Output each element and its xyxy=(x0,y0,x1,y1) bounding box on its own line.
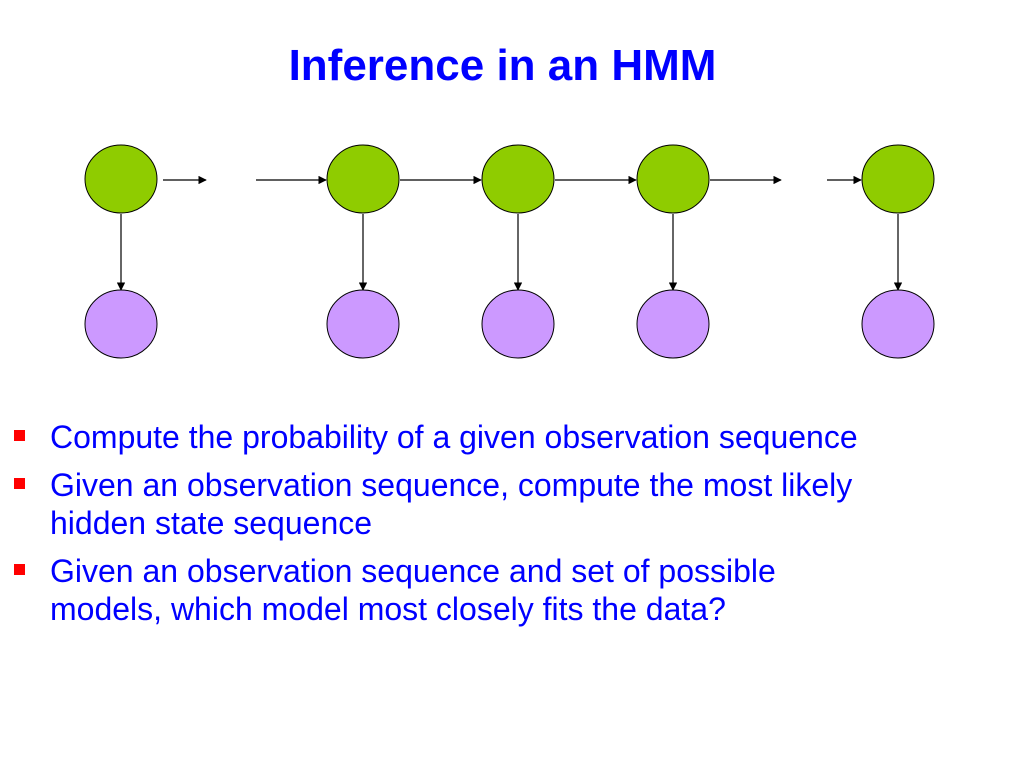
hidden-state-node xyxy=(481,144,555,214)
slide-title: Inference in an HMM xyxy=(288,41,717,90)
hidden-state-node xyxy=(861,144,935,214)
bullet-item: Given an observation sequence and set of… xyxy=(14,552,874,628)
bullet-item: Given an observation sequence, compute t… xyxy=(14,466,874,542)
hidden-state-node xyxy=(636,144,710,214)
bullet-text: Given an observation sequence and set of… xyxy=(50,553,776,627)
observation-node xyxy=(481,289,555,359)
observation-node xyxy=(861,289,935,359)
observation-node xyxy=(326,289,400,359)
bullet-item: Compute the probability of a given obser… xyxy=(14,418,874,456)
bullet-text: Given an observation sequence, compute t… xyxy=(50,467,853,541)
hidden-state-node xyxy=(84,144,158,214)
observation-node xyxy=(636,289,710,359)
hidden-state-node xyxy=(326,144,400,214)
bullet-text: Compute the probability of a given obser… xyxy=(50,419,858,455)
square-bullet-icon xyxy=(14,564,25,575)
hmm-diagram xyxy=(84,144,935,359)
bullet-list: Compute the probability of a given obser… xyxy=(14,418,874,638)
square-bullet-icon xyxy=(14,430,25,441)
observation-node xyxy=(84,289,158,359)
square-bullet-icon xyxy=(14,478,25,489)
